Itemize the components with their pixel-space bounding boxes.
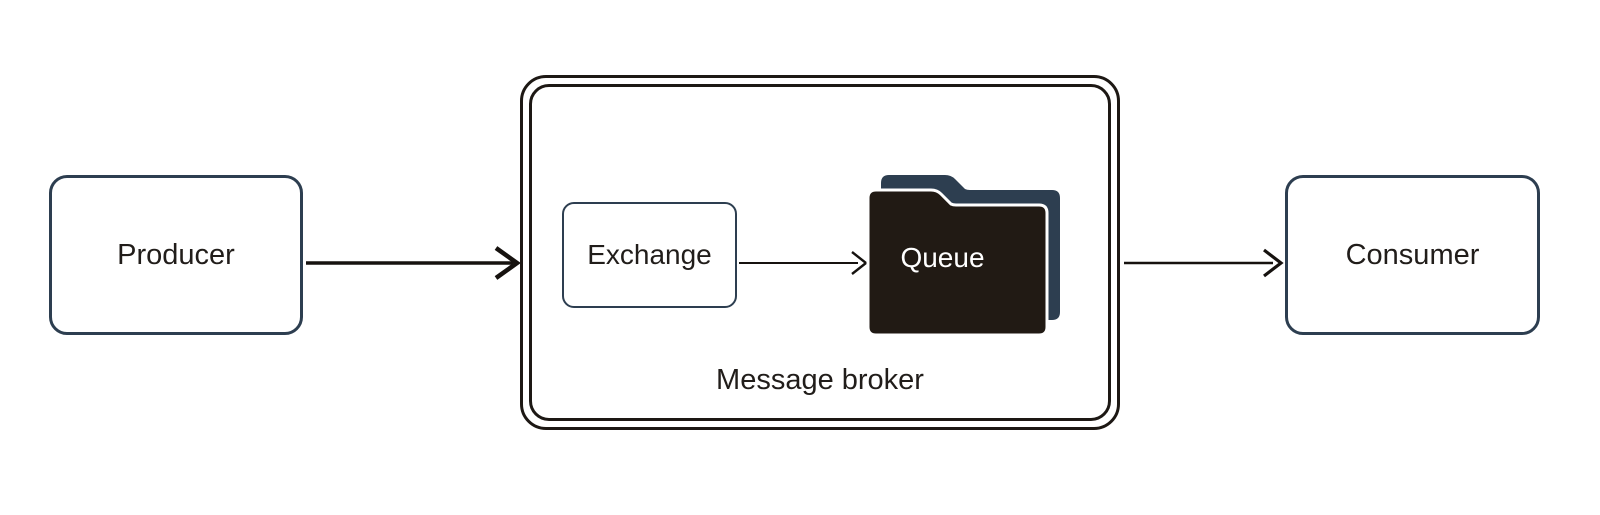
broker-label: Message broker — [716, 364, 924, 396]
stacked-folders-icon — [866, 175, 1060, 337]
node-consumer: Consumer — [1285, 175, 1540, 335]
arrow-broker-to-consumer — [1124, 248, 1284, 278]
node-producer: Producer — [49, 175, 303, 335]
broker-inner-border — [529, 84, 1111, 421]
broker-container — [520, 75, 1120, 430]
node-queue-label: Queue — [900, 241, 985, 273]
node-consumer-label: Consumer — [1345, 238, 1480, 271]
node-exchange: Exchange — [562, 202, 737, 308]
node-exchange-label: Exchange — [587, 239, 712, 270]
arrow-producer-to-broker — [306, 246, 521, 280]
front-folder-shape — [866, 188, 1049, 337]
node-producer-label: Producer — [117, 238, 235, 271]
